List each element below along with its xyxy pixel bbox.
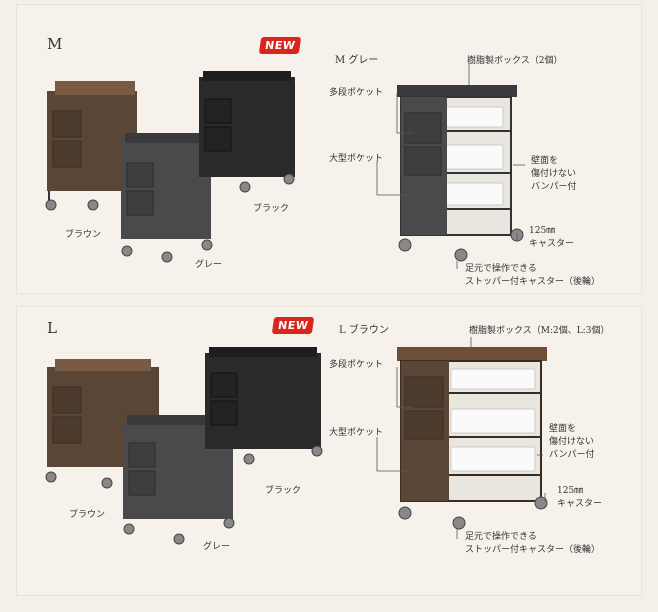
callout-caster: 125㎜ キャスター [557,486,603,509]
black-cart [205,347,323,465]
detail-cart [397,347,548,530]
color-caption-brown: ブラウン [65,230,102,240]
color-caption-black: ブラック [253,204,290,214]
callout-large-pocket: 大型ポケット [329,154,384,164]
gray-cart [121,133,213,263]
black-cart [199,71,295,193]
callout-leaders [376,337,546,539]
section-m: M NEW [16,4,642,294]
callout-bumper: 壁面を 傷付けない バンパー付 [549,424,595,460]
callout-multi-pocket: 多段ポケット [329,88,384,98]
cart-lineup-illustration [45,337,548,545]
callout-leaders [376,61,525,269]
detail-cart [397,85,524,262]
size-label: L [47,319,57,337]
callout-stopper: 足元で操作できる ストッパー付キャスター（後輪） [465,532,601,555]
callout-resin-box: 樹脂製ボックス（2個） [467,56,563,66]
callout-multi-pocket: 多段ポケット [329,360,384,370]
callout-resin-box: 樹脂製ボックス（M:2個、L:3個） [469,326,610,336]
callout-large-pocket: 大型ポケット [329,428,384,438]
callout-stopper: 足元で操作できる ストッパー付キャスター（後輪） [465,264,601,287]
detail-title: L ブラウン [339,325,389,336]
callout-bumper: 壁面を 傷付けない バンパー付 [531,156,577,192]
size-label: M [47,35,63,53]
callout-caster: 125㎜ キャスター [529,226,575,249]
color-caption-gray: グレー [203,542,231,552]
detail-title: M グレー [335,55,379,66]
color-caption-brown: ブラウン [69,510,106,520]
color-caption-gray: グレー [195,260,223,270]
color-caption-black: ブラック [265,486,302,496]
section-l: L NEW [16,306,642,596]
cart-lineup-illustration [45,61,525,269]
